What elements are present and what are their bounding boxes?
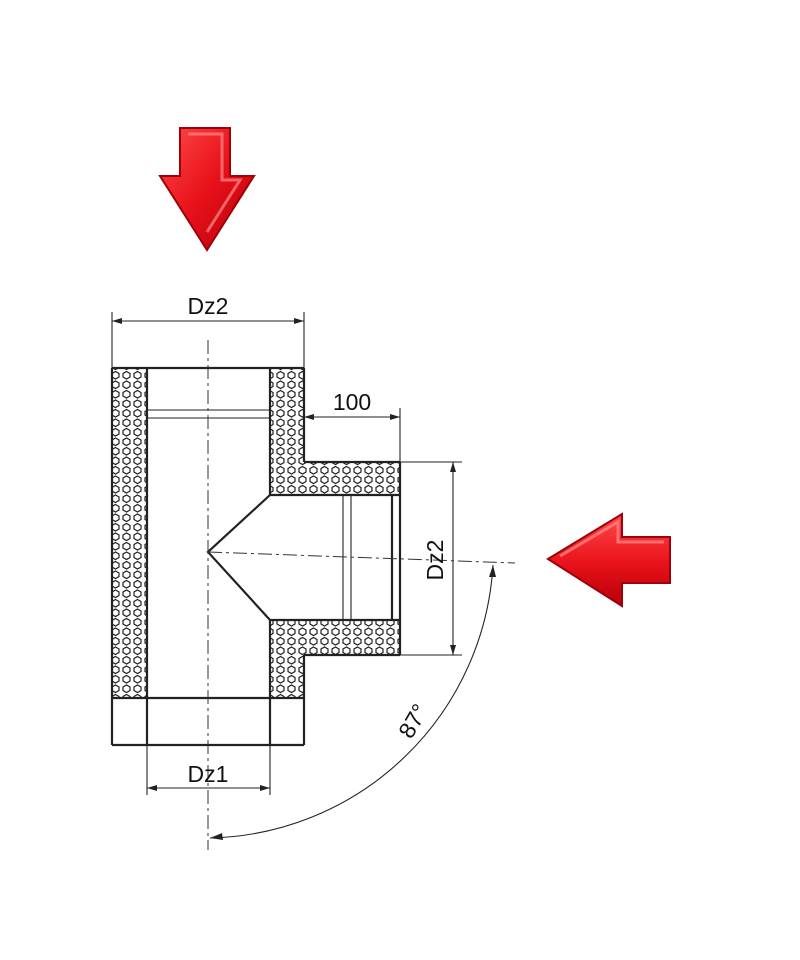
down-arrow-icon <box>158 127 256 252</box>
center-lines <box>207 340 516 850</box>
branch-offset-label: 100 <box>333 389 371 415</box>
left-arrow-icon <box>546 512 671 608</box>
dimension-branch-offset: 100 <box>304 389 401 462</box>
branch-diameter-label: Dz2 <box>422 540 448 581</box>
dimension-bottom-width: Dz1 <box>146 745 271 795</box>
top-width-label: Dz2 <box>188 293 229 319</box>
insulation-layer <box>112 368 400 698</box>
dimension-branch-diameter: Dz2 <box>400 461 462 656</box>
dimension-top-width: Dz2 <box>111 293 305 368</box>
bottom-width-label: Dz1 <box>188 761 229 787</box>
angle-label: 87° <box>393 699 433 742</box>
